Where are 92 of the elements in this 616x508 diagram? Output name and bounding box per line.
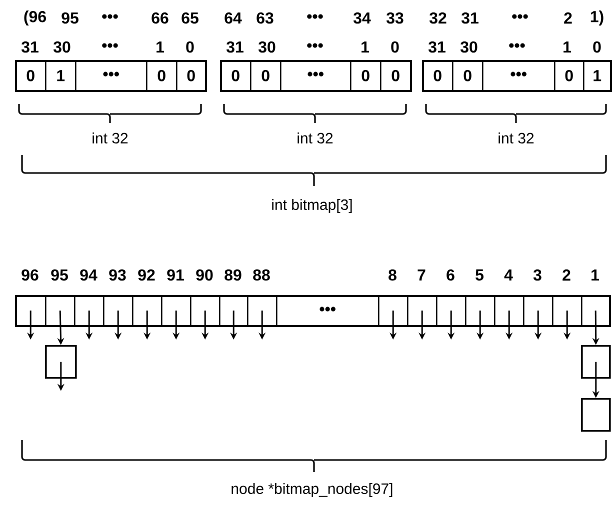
bit-number: 1 [592,270,599,280]
pointer-cell [219,295,248,326]
bit-number: ••• [102,43,118,48]
array-box [422,60,612,92]
bit-number: 1 [156,42,164,52]
array-box [220,60,412,92]
bit-number: 34 [353,12,371,24]
pointer-cell [132,295,162,326]
bit-number: 1 [362,42,369,52]
pointer-cell [407,295,438,326]
bit-number: 0 [186,41,194,53]
bit-number: 65 [182,12,198,24]
array-box [15,295,611,327]
bit-cell: ••• [75,60,148,92]
pointer-cell [494,295,524,326]
pointer-cell [161,295,192,326]
bit-number: 4 [504,270,513,280]
bit-number: 1 [564,42,571,52]
node-box [45,345,77,379]
pointer-cell [45,295,76,326]
bit-number: 0 [593,41,601,53]
bit-number: 92 [138,269,155,281]
bit-number: 89 [224,269,242,281]
bit-number: 8 [388,269,396,281]
bit-number: ••• [307,43,323,48]
bit-cell: 0 [452,60,484,92]
bit-number: ••• [102,14,118,19]
pointer-cell [74,295,104,326]
bit-number: 91 [167,269,184,281]
bit-cell: 0 [220,60,252,92]
bit-number: 88 [253,269,270,281]
bit-number: 1) [590,10,604,26]
bit-number: 93 [109,269,126,281]
bit-cell: 0 [250,60,282,92]
pointer-cell [523,295,554,326]
bit-number: 94 [80,269,98,281]
bit-number: (96 [24,10,46,26]
pointer-cell [436,295,466,326]
bit-number: 95 [62,12,78,24]
pointer-cell [581,295,610,326]
pointer-cell [15,295,46,326]
bit-number: 30 [460,41,478,53]
bit-number: 5 [476,269,484,281]
bit-cell: 0 [176,60,206,92]
bit-number: 6 [446,269,454,281]
bit-cell: 0 [380,60,412,92]
bit-number: 32 [429,12,446,24]
bit-cell: 0 [350,60,382,92]
bit-number: 96 [22,269,38,281]
bit-cell: ••• [482,60,556,92]
bit-number: 66 [152,12,168,24]
bit-number: 90 [196,269,213,281]
bit-number: 30 [258,41,276,53]
bit-number: ••• [307,14,323,19]
bit-number: 2 [562,269,570,281]
bit-cell: 0 [146,60,178,92]
bit-number: 31 [226,41,244,53]
bit-number: 3 [533,269,542,281]
bit-number: 33 [386,12,404,24]
bit-cell: ••• [280,60,352,92]
bit-cell: 1 [583,60,612,92]
bit-number: 2 [564,12,572,24]
bit-number: 64 [224,12,242,24]
node-box [581,345,611,379]
bit-number: 63 [256,12,274,24]
bit-number: ••• [512,14,528,19]
pointer-cell [103,295,134,326]
pointer-cell [247,295,278,326]
bit-number: 7 [418,270,426,280]
pointer-cell [465,295,496,326]
bit-cell: 0 [15,60,46,92]
caption-label: int 32 [498,132,534,144]
pointer-cell [378,295,408,326]
bit-number: 0 [391,41,399,53]
bit-cell: 0 [422,60,454,92]
bit-cell: 1 [45,60,76,92]
caption-label: int 32 [92,132,128,144]
pointer-cell [552,295,582,326]
caption-label: node *bitmap_nodes[97] [232,483,392,497]
bit-number: 31 [21,41,38,53]
caption-label: int 32 [298,132,333,144]
bit-number: 31 [428,41,446,53]
node-box [581,398,611,432]
bit-number: ••• [509,43,525,48]
bit-number: 95 [51,269,68,281]
bit-number: 31 [461,12,478,24]
pointer-cell [190,295,220,326]
bit-cell: 0 [554,60,584,92]
array-box [15,60,207,92]
bit-cell: ••• [276,295,380,326]
caption-label: int bitmap[3] [272,199,352,213]
bit-number: 30 [53,41,70,53]
